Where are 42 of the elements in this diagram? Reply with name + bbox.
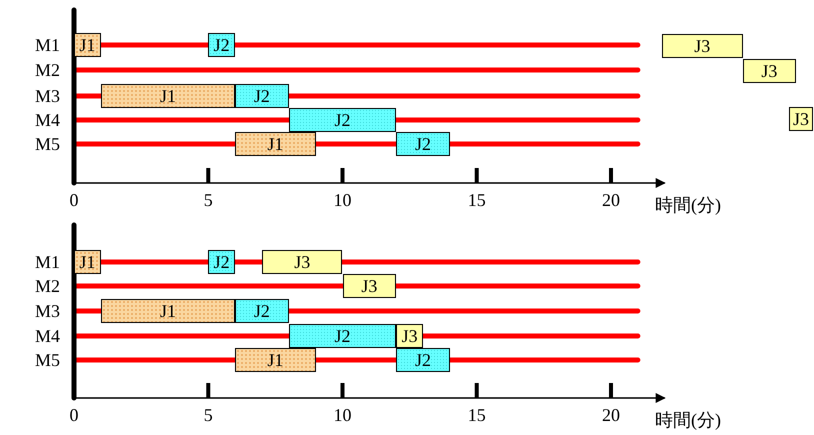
machine-label: M2: [34, 60, 60, 80]
machine-label: M5: [34, 350, 60, 370]
machine-label: M3: [34, 301, 60, 321]
machine-label: M4: [34, 326, 60, 346]
tick-label: 20: [602, 190, 620, 210]
job-block: J2: [288, 108, 396, 132]
job-block: J1: [235, 348, 316, 372]
job-block: J1: [74, 33, 101, 57]
tick-label: 10: [334, 405, 352, 425]
job-block: J3: [742, 59, 796, 83]
job-block: J2: [235, 84, 289, 108]
machine-label: M3: [34, 86, 60, 106]
machine-label: M1: [34, 35, 60, 55]
job-block: J2: [396, 348, 450, 372]
axis-title: 時間(分): [655, 195, 721, 215]
axis-title: 時間(分): [655, 410, 721, 430]
tick-label: 5: [204, 405, 213, 425]
tick-label: 15: [468, 190, 486, 210]
tick-label: 5: [204, 190, 213, 210]
job-block: J1: [100, 84, 236, 108]
job-block: J1: [235, 132, 316, 156]
tick-label: 10: [334, 190, 352, 210]
tick-label: 15: [468, 405, 486, 425]
job-block: J2: [208, 33, 236, 57]
job-block: J2: [396, 132, 450, 156]
tick-label: 20: [602, 405, 620, 425]
job-block: J1: [100, 299, 236, 323]
tick-label: 0: [70, 190, 78, 210]
tick-label: 0: [70, 405, 78, 425]
job-block: J2: [208, 250, 236, 274]
job-block: J2: [288, 324, 396, 348]
job-block: J3: [662, 34, 743, 58]
machine-label: M5: [34, 134, 60, 154]
job-block: J3: [262, 250, 342, 274]
job-block: J2: [235, 299, 289, 323]
machine-label: M1: [34, 252, 60, 272]
machine-label: M4: [34, 110, 60, 130]
job-block: J3: [396, 324, 424, 348]
machine-label: M2: [34, 276, 60, 296]
job-block: J3: [789, 107, 813, 131]
job-block: J3: [342, 274, 396, 298]
job-block: J1: [74, 250, 101, 274]
